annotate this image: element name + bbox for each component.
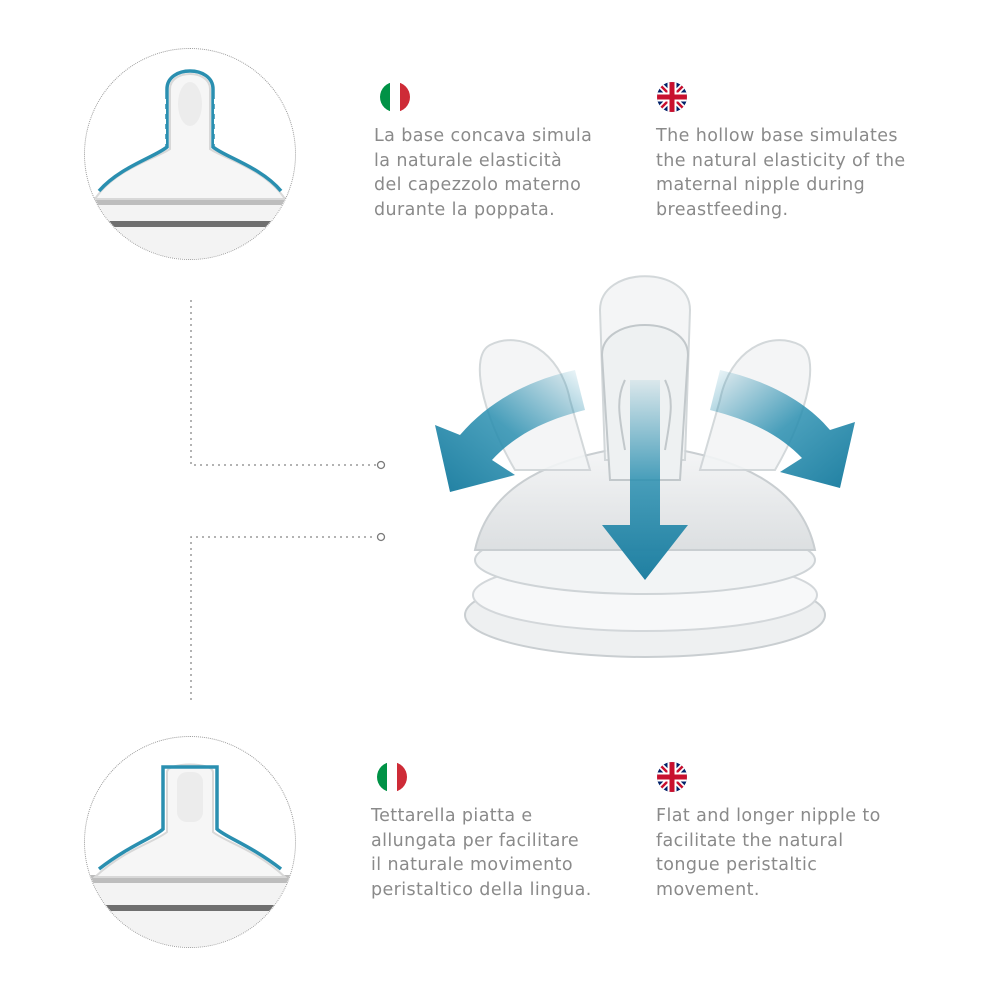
flat-nipple-detail-circle <box>84 736 296 948</box>
uk-flag-icon <box>657 762 687 792</box>
teat-flex-illustration <box>435 275 855 658</box>
text-line: maternal nipple during <box>656 175 866 195</box>
flat-nipple-text-en: Flat and longer nipple to facilitate the… <box>656 804 881 902</box>
text-line: durante la poppata. <box>374 199 556 220</box>
text-line: facilitate the natural <box>656 830 844 851</box>
text-line: the natural elasticity of the <box>656 150 906 171</box>
text-line: la naturale elasticità <box>374 150 563 171</box>
hollow-base-text-it: La base concava simula la naturale elast… <box>374 124 592 222</box>
italy-flag-icon <box>377 762 407 792</box>
flat-nipple-text-it: Tettarella piatta e allungata per facili… <box>371 804 592 902</box>
text-line: Tettarella piatta e <box>371 806 533 826</box>
text-line: peristaltico della lingua. <box>371 879 592 900</box>
text-line: Flat and longer nipple to <box>656 806 881 826</box>
text-line: The hollow base simulates <box>656 126 898 146</box>
text-line: il naturale movimento <box>371 855 574 875</box>
hollow-base-nipple-illustration <box>85 69 295 259</box>
hollow-base-detail-circle <box>84 48 296 260</box>
text-line: del capezzolo materno <box>374 175 582 195</box>
hollow-base-text-en: The hollow base simulates the natural el… <box>656 124 906 222</box>
uk-flag-icon <box>657 82 687 112</box>
text-line: La base concava simula <box>374 126 593 146</box>
italy-flag-icon <box>380 82 410 112</box>
text-line: allungata per facilitare <box>371 830 580 851</box>
text-line: tongue peristaltic <box>656 855 818 875</box>
flat-nipple-illustration <box>85 763 295 947</box>
text-line: movement. <box>656 879 760 900</box>
text-line: breastfeeding. <box>656 199 789 220</box>
